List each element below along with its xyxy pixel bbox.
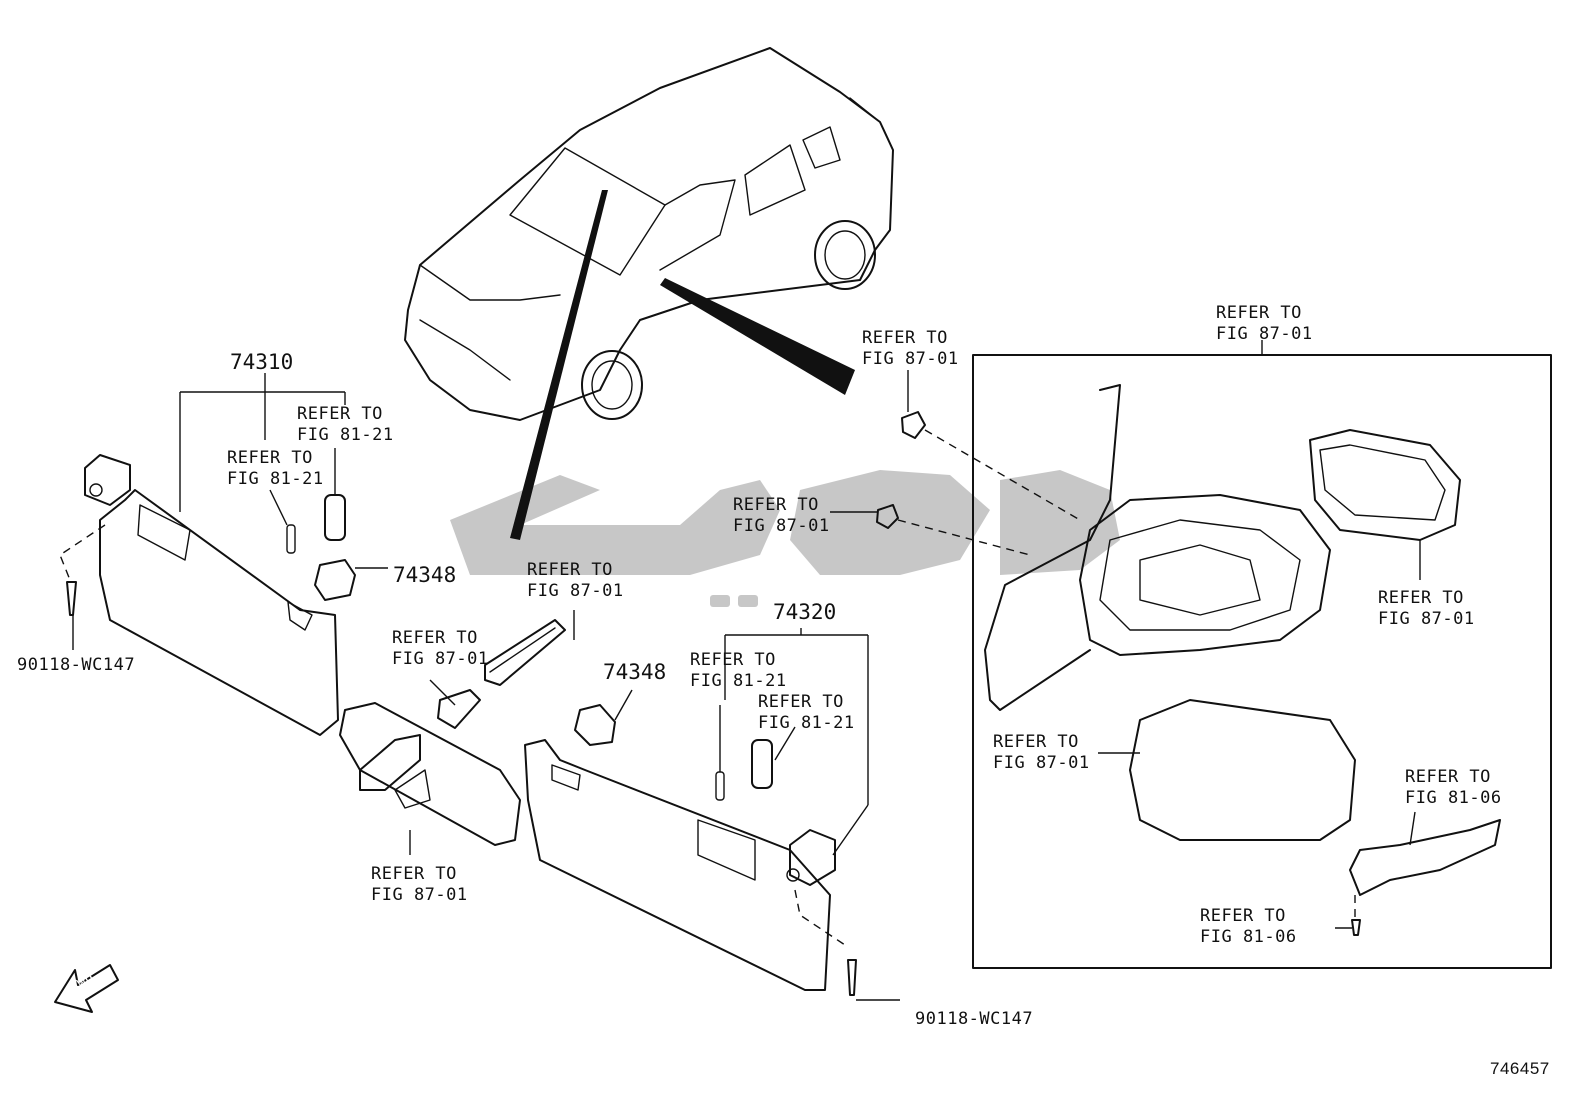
label-74310: 74310: [230, 350, 294, 374]
label-74320: 74320: [773, 600, 837, 624]
label-refer-87-01-glass-r: REFER TO FIG 87-01: [1378, 588, 1475, 629]
label-refer-87-01-mirror: REFER TO FIG 87-01: [371, 864, 468, 905]
label-refer-81-21-d: REFER TO FIG 81-21: [758, 692, 855, 733]
label-refer-81-21-a: REFER TO FIG 81-21: [297, 404, 394, 445]
label-refer-81-21-c: REFER TO FIG 81-21: [690, 650, 787, 691]
sun-visor-right: [524, 739, 900, 1001]
label-90118-left: 90118-WC147: [17, 655, 136, 675]
label-refer-87-01-glass: REFER TO FIG 87-01: [527, 560, 624, 601]
vehicle-outline: [404, 47, 894, 540]
sun-visor-left: [59, 454, 339, 736]
label-74348-left: 74348: [393, 563, 457, 587]
label-refer-87-01-box: REFER TO FIG 87-01: [1216, 303, 1313, 344]
visor-clip-left: [286, 494, 388, 601]
label-90118-right: 90118-WC147: [915, 1009, 1034, 1029]
label-refer-87-01-nut-a: REFER TO FIG 87-01: [862, 328, 959, 369]
watermark-logo: [450, 470, 1120, 607]
visor-clip-right: [574, 704, 773, 801]
label-74348-right: 74348: [603, 660, 667, 684]
label-refer-87-01-bracket: REFER TO FIG 87-01: [392, 628, 489, 669]
fwd-arrow-icon: [54, 964, 119, 1013]
outer-mirror-box: [972, 340, 1552, 969]
label-refer-81-06-screw: REFER TO FIG 81-06: [1200, 906, 1297, 947]
label-refer-81-06-lamp: REFER TO FIG 81-06: [1405, 767, 1502, 808]
illustration-number: 746457: [1490, 1059, 1550, 1078]
rear-view-mirror: [339, 619, 566, 846]
label-refer-87-01-nut-b: REFER TO FIG 87-01: [733, 495, 830, 536]
leader-lines: [72, 373, 1421, 856]
mirror-nuts: [830, 370, 1081, 556]
label-refer-81-21-b: REFER TO FIG 81-21: [227, 448, 324, 489]
label-refer-87-01-cover: REFER TO FIG 87-01: [993, 732, 1090, 773]
